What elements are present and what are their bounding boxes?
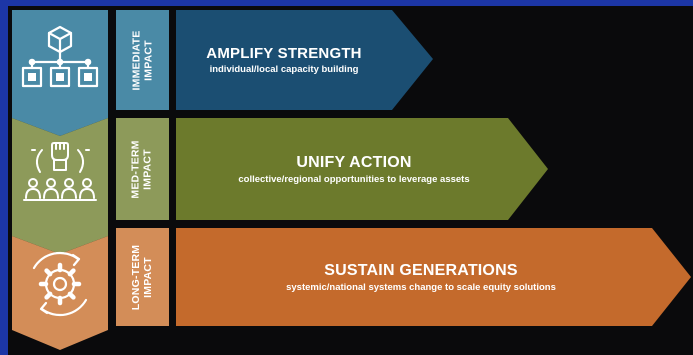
row2-title: UNIFY ACTION (296, 153, 412, 171)
frame-top-border (0, 0, 693, 6)
row3-impact-line1: LONG-TERM (130, 244, 142, 310)
row1-title: AMPLIFY STRENGTH (206, 45, 362, 62)
row2-impact-tab (116, 118, 169, 220)
row2-impact-line2: IMPACT (141, 148, 154, 190)
frame-left-border (0, 0, 8, 355)
row3-subtitle: systemic/national systems change to scal… (286, 281, 556, 293)
row3-title: SUSTAIN GENERATIONS (324, 261, 518, 279)
row1-impact-tab (116, 10, 169, 110)
row3-arrow-text: SUSTAIN GENERATIONS systemic/national sy… (176, 228, 666, 326)
row3-impact-tab (116, 228, 169, 326)
row1-arrow-text: AMPLIFY STRENGTH individual/local capaci… (176, 10, 392, 110)
fist-group-icon (23, 142, 97, 201)
row3-arrow (176, 228, 691, 326)
row2-impact-label: MED-TERM IMPACT (116, 118, 169, 220)
row1-subtitle: individual/local capacity building (209, 64, 359, 75)
row2-arrow (176, 118, 548, 220)
row1-impact-label: IMMEDIATE IMPACT (116, 10, 169, 110)
row1-impact-line2: IMPACT (141, 39, 154, 81)
row2-arrow-text: UNIFY ACTION collective/regional opportu… (176, 118, 532, 220)
row3-impact-label: LONG-TERM IMPACT (116, 228, 169, 326)
row3-impact-line2: IMPACT (141, 256, 154, 298)
row1-arrow (176, 10, 433, 110)
row2-subtitle: collective/regional opportunities to lev… (238, 173, 470, 185)
hierarchy-network-icon (21, 25, 99, 88)
row2-icon-chevron (12, 118, 108, 254)
gear-cycle-icon (32, 251, 88, 317)
row1-impact-line1: IMMEDIATE (130, 30, 142, 90)
